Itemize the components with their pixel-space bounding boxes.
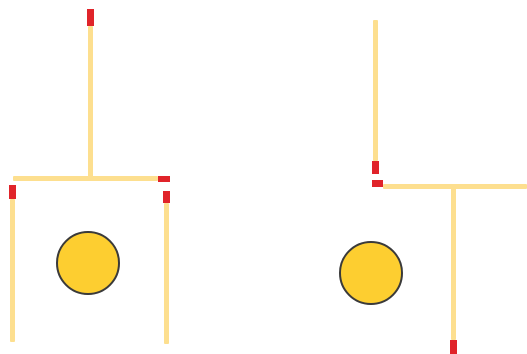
matchstick-wall-left-b[interactable] <box>163 191 170 344</box>
scene-after <box>339 20 527 354</box>
matchstick-upper-right[interactable] <box>372 20 379 174</box>
matchstick-wall-left-a[interactable] <box>9 185 16 342</box>
coin-left[interactable] <box>56 231 120 295</box>
matchstick-base-right[interactable] <box>372 180 527 189</box>
matchstick-base-left[interactable] <box>13 176 170 182</box>
matchstick-handle-left[interactable] <box>87 9 94 178</box>
matchstick-lower-right[interactable] <box>450 187 457 354</box>
scene-before <box>9 9 170 344</box>
coin-right[interactable] <box>339 241 403 305</box>
